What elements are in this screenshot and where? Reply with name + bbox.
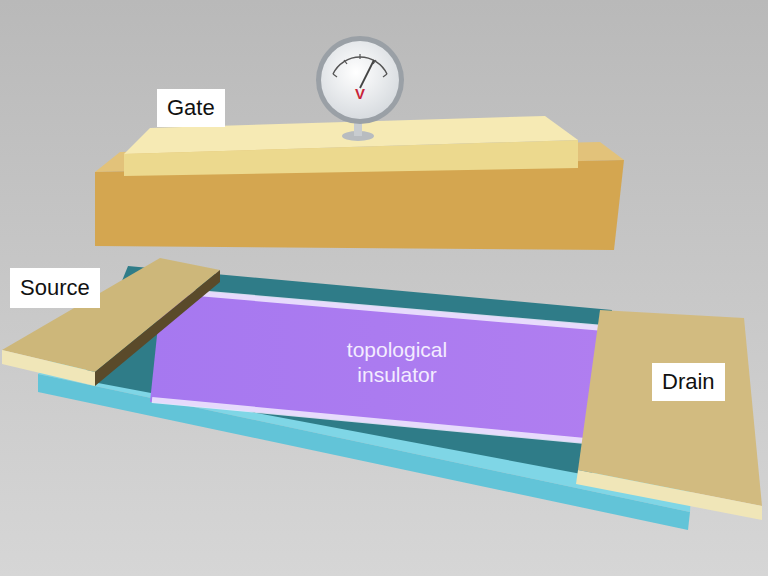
label-box: Source: [10, 268, 100, 308]
label-box: Drain: [652, 363, 725, 401]
insulator-band: topological insulator: [317, 337, 477, 387]
node-label: Drain: [662, 369, 715, 395]
node-label: Gate: [167, 95, 215, 121]
node-label: Source: [20, 275, 90, 301]
label-box: Gate: [157, 89, 225, 127]
meter-unit: V: [355, 85, 365, 102]
node-label: topological insulator: [317, 337, 477, 387]
